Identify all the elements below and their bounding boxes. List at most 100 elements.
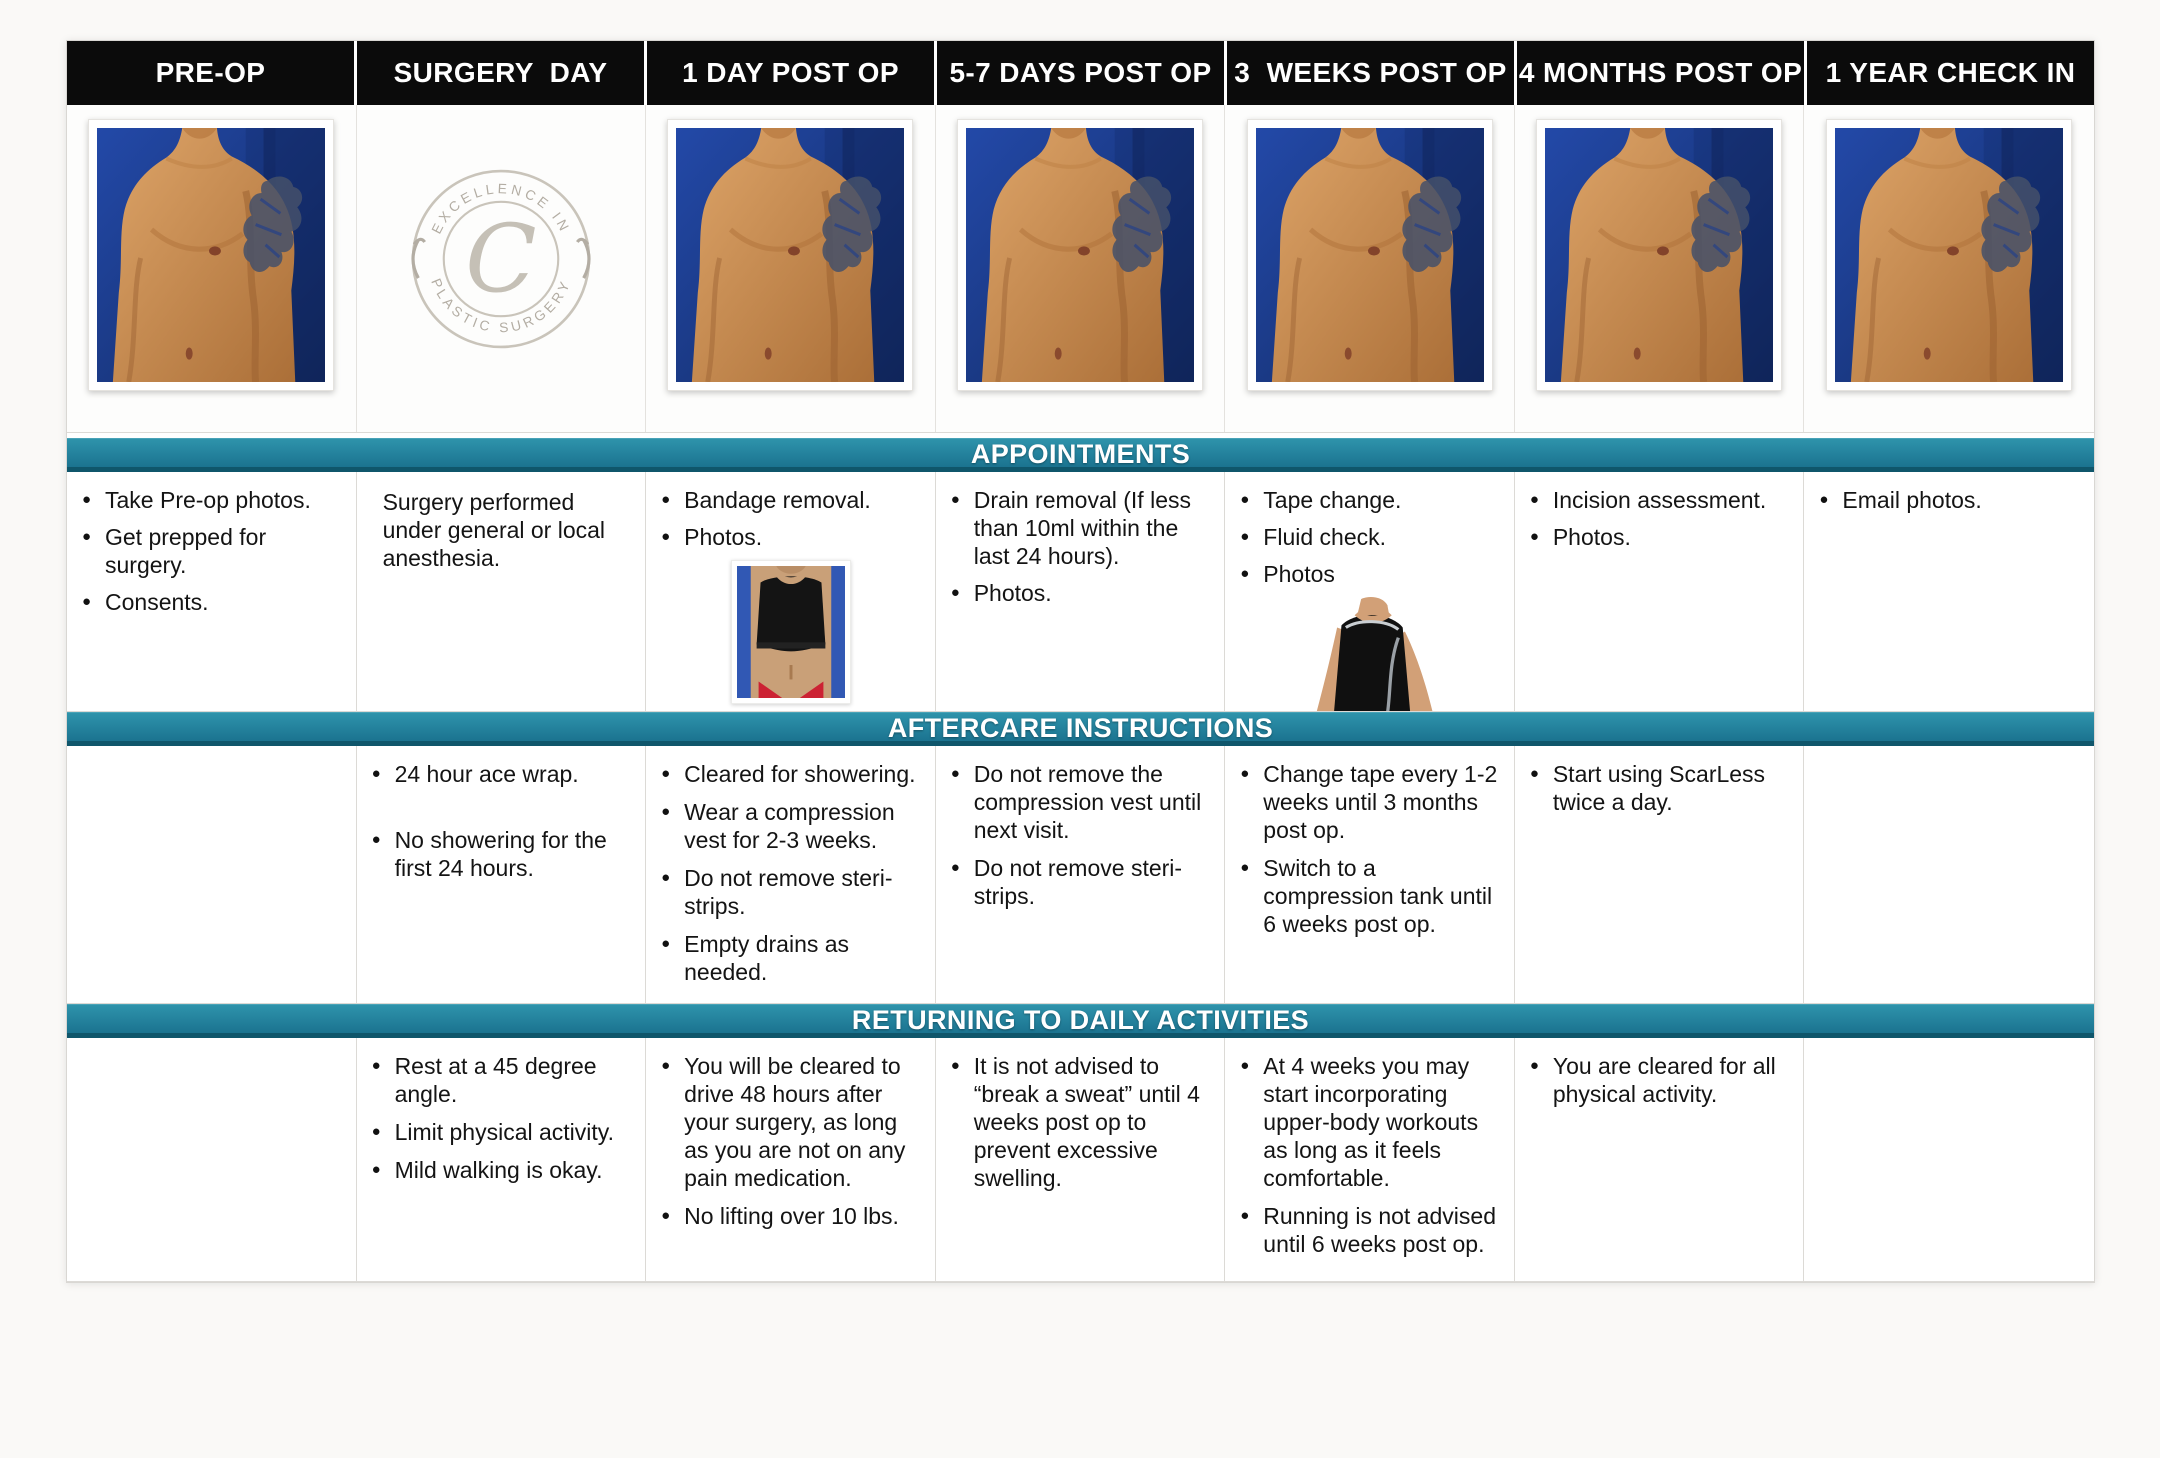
bullet-item: ●Cleared for showering.: [658, 760, 925, 788]
bullet-dot: ●: [82, 528, 92, 545]
bullet-item: ●Photos.: [1527, 523, 1794, 551]
bullet-text: Fluid check.: [1263, 524, 1386, 550]
bullet-item: ●At 4 weeks you may start incorporating …: [1237, 1052, 1504, 1192]
bullet-dot: ●: [950, 584, 960, 601]
bullet-text: Consents.: [105, 589, 209, 615]
aftercare-row: ●24 hour ace wrap.●No showering for the …: [67, 746, 2094, 1004]
bullet-text: It is not advised to “break a sweat” unt…: [973, 1053, 1200, 1191]
photo-cell-1-year: [1804, 105, 2094, 432]
photo-cell-5-7-days: [935, 105, 1226, 432]
appointments-cell-pre-op: ●Take Pre-op photos.●Get prepped for sur…: [67, 472, 357, 711]
bullet-dot: ●: [82, 491, 92, 508]
bullet-text: Running is not advised until 6 weeks pos…: [1263, 1203, 1496, 1257]
bullet-item: ● Bandage removal.: [658, 486, 925, 514]
bullet-dot: ●: [371, 1057, 381, 1074]
aftercare-banner: AFTERCARE INSTRUCTIONS: [67, 712, 2094, 746]
header-surgery-day: SURGERY DAY: [357, 41, 644, 105]
bullet-item: ●Take Pre-op photos.: [79, 486, 346, 514]
bullet-dot: ●: [1240, 765, 1250, 782]
aftercare-cell-1-day: ●Cleared for showering.●Wear a compressi…: [646, 746, 936, 1003]
photo-cell-pre-op: [67, 105, 357, 432]
aftercare-cell-1-year: [1804, 746, 2094, 1003]
bullet-dot: ●: [1529, 1057, 1539, 1074]
compression-tank-photo: [1288, 597, 1453, 711]
bullet-item: ●Tape change.: [1237, 486, 1504, 514]
photo-cell-3-weeks: [1225, 105, 1515, 432]
bullet-text: Wear a compression vest for 2-3 weeks.: [684, 799, 895, 853]
photo-cell-surgery-day: EXCELLENCE IN PLASTIC SURGERY C: [356, 105, 647, 432]
logo-left-figure: [411, 237, 426, 279]
bullet-text: Photos.: [1552, 524, 1631, 550]
bullet-text: Bandage removal.: [684, 487, 871, 513]
patient-photo: [1536, 119, 1783, 391]
appointments-cell-1-day: ● Bandage removal. ● Photos.: [646, 472, 936, 711]
appointments-cell-4-months: ●Incision assessment. ●Photos.: [1515, 472, 1805, 711]
header-1-day-post-op: 1 DAY POST OP: [647, 41, 934, 105]
logo-right-figure: [575, 237, 591, 279]
bullet-item: ●No lifting over 10 lbs.: [658, 1202, 925, 1230]
logo-monogram: C: [465, 204, 536, 313]
bullet-dot: ●: [661, 935, 671, 952]
bullet-dot: ●: [661, 528, 671, 545]
bullet-text: Email photos.: [1842, 487, 1982, 513]
recovery-timeline-table: PRE-OP SURGERY DAY 1 DAY POST OP 5-7 DAY…: [66, 40, 2095, 1283]
bullet-dot: ●: [1819, 491, 1829, 508]
bullet-text: Switch to a compression tank until 6 wee…: [1263, 855, 1493, 937]
activities-cell-4-months: ●You are cleared for all physical activi…: [1515, 1038, 1805, 1281]
bullet-dot: ●: [1240, 1057, 1250, 1074]
bullet-dot: ●: [371, 765, 381, 782]
photo-cell-4-months: [1514, 105, 1805, 432]
bullet-item: ●Consents.: [79, 588, 346, 616]
bullet-text: Cleared for showering.: [684, 761, 916, 787]
bullet-item: ●Do not remove the compression vest unti…: [948, 760, 1215, 844]
activities-cell-3-weeks: ●At 4 weeks you may start incorporating …: [1225, 1038, 1515, 1281]
bullet-dot: ●: [371, 1123, 381, 1140]
bullet-item: ● Get prepped for surgery.: [79, 523, 346, 579]
bullet-item: ●No showering for the first 24 hours.: [369, 826, 636, 882]
bullet-item: ● Wear a compression vest for 2-3 weeks.: [658, 798, 925, 854]
bullet-dot: ●: [1240, 859, 1250, 876]
header-5-7-days-post-op: 5-7 DAYS POST OP: [937, 41, 1224, 105]
bullet-item: ●You will be cleared to drive 48 hours a…: [658, 1052, 925, 1192]
bullet-dot: ●: [661, 491, 671, 508]
bullet-item: ●Start using ScarLess twice a day.: [1527, 760, 1794, 816]
header-3-weeks-post-op: 3 WEEKS POST OP: [1227, 41, 1514, 105]
bullet-dot: ●: [1240, 528, 1250, 545]
bullet-item: ●Do not remove steri-strips.: [658, 864, 925, 920]
bullet-dot: ●: [950, 765, 960, 782]
bullet-dot: ●: [661, 1057, 671, 1074]
patient-photo: [1826, 119, 2073, 391]
bullet-dot: ●: [950, 1057, 960, 1074]
patient-photo: [667, 119, 914, 391]
bullet-text: Get prepped for surgery.: [105, 524, 267, 578]
bullet-item: ● Switch to a compression tank until 6 we…: [1237, 854, 1504, 938]
patient-photo: [1246, 119, 1493, 391]
bullet-item: ●Running is not advised until 6 weeks po…: [1237, 1202, 1504, 1258]
bullet-item: ●Incision assessment.: [1527, 486, 1794, 514]
activities-cell-5-7-days: ● It is not advised to “break a sweat” un…: [936, 1038, 1226, 1281]
appointments-banner: APPOINTMENTS: [67, 438, 2094, 472]
appointments-cell-5-7-days: ●Drain removal (If less than 10ml within…: [936, 472, 1226, 711]
activities-cell-surgery-day: ●Rest at a 45 degree angle.●Limit physic…: [357, 1038, 647, 1281]
appointments-cell-surgery-day: Surgery performed under general or local…: [357, 472, 647, 711]
bullet-dot: ●: [371, 831, 381, 848]
bullet-dot: ●: [661, 803, 671, 820]
bullet-text: Start using ScarLess twice a day.: [1552, 761, 1766, 815]
aftercare-cell-5-7-days: ●Do not remove the compression vest unti…: [936, 746, 1226, 1003]
bullet-item: ●Limit physical activity.: [369, 1118, 636, 1146]
aftercare-cell-4-months: ●Start using ScarLess twice a day.: [1515, 746, 1805, 1003]
bullet-text: No lifting over 10 lbs.: [684, 1203, 899, 1229]
photo-cell-1-day: [646, 105, 936, 432]
bullet-item: ●Photos.: [948, 579, 1215, 607]
appointments-row: ●Take Pre-op photos.●Get prepped for sur…: [67, 472, 2094, 712]
appointments-cell-1-year: ● Email photos.: [1804, 472, 2094, 711]
activities-cell-pre-op: [67, 1038, 357, 1281]
aftercare-cell-3-weeks: ●Change tape every 1-2 weeks until 3 mon…: [1225, 746, 1515, 1003]
header-1-year-check-in: 1 YEAR CHECK IN: [1807, 41, 2094, 105]
activities-row: ●Rest at a 45 degree angle.●Limit physic…: [67, 1038, 2094, 1282]
bullet-text: Mild walking is okay.: [394, 1157, 603, 1183]
bullet-text: Photos: [1263, 561, 1335, 587]
bullet-text: Photos.: [684, 524, 763, 550]
activities-cell-1-year: [1804, 1038, 2094, 1281]
appointments-cell-3-weeks: ●Tape change.●Fluid check.●Photos: [1225, 472, 1515, 711]
